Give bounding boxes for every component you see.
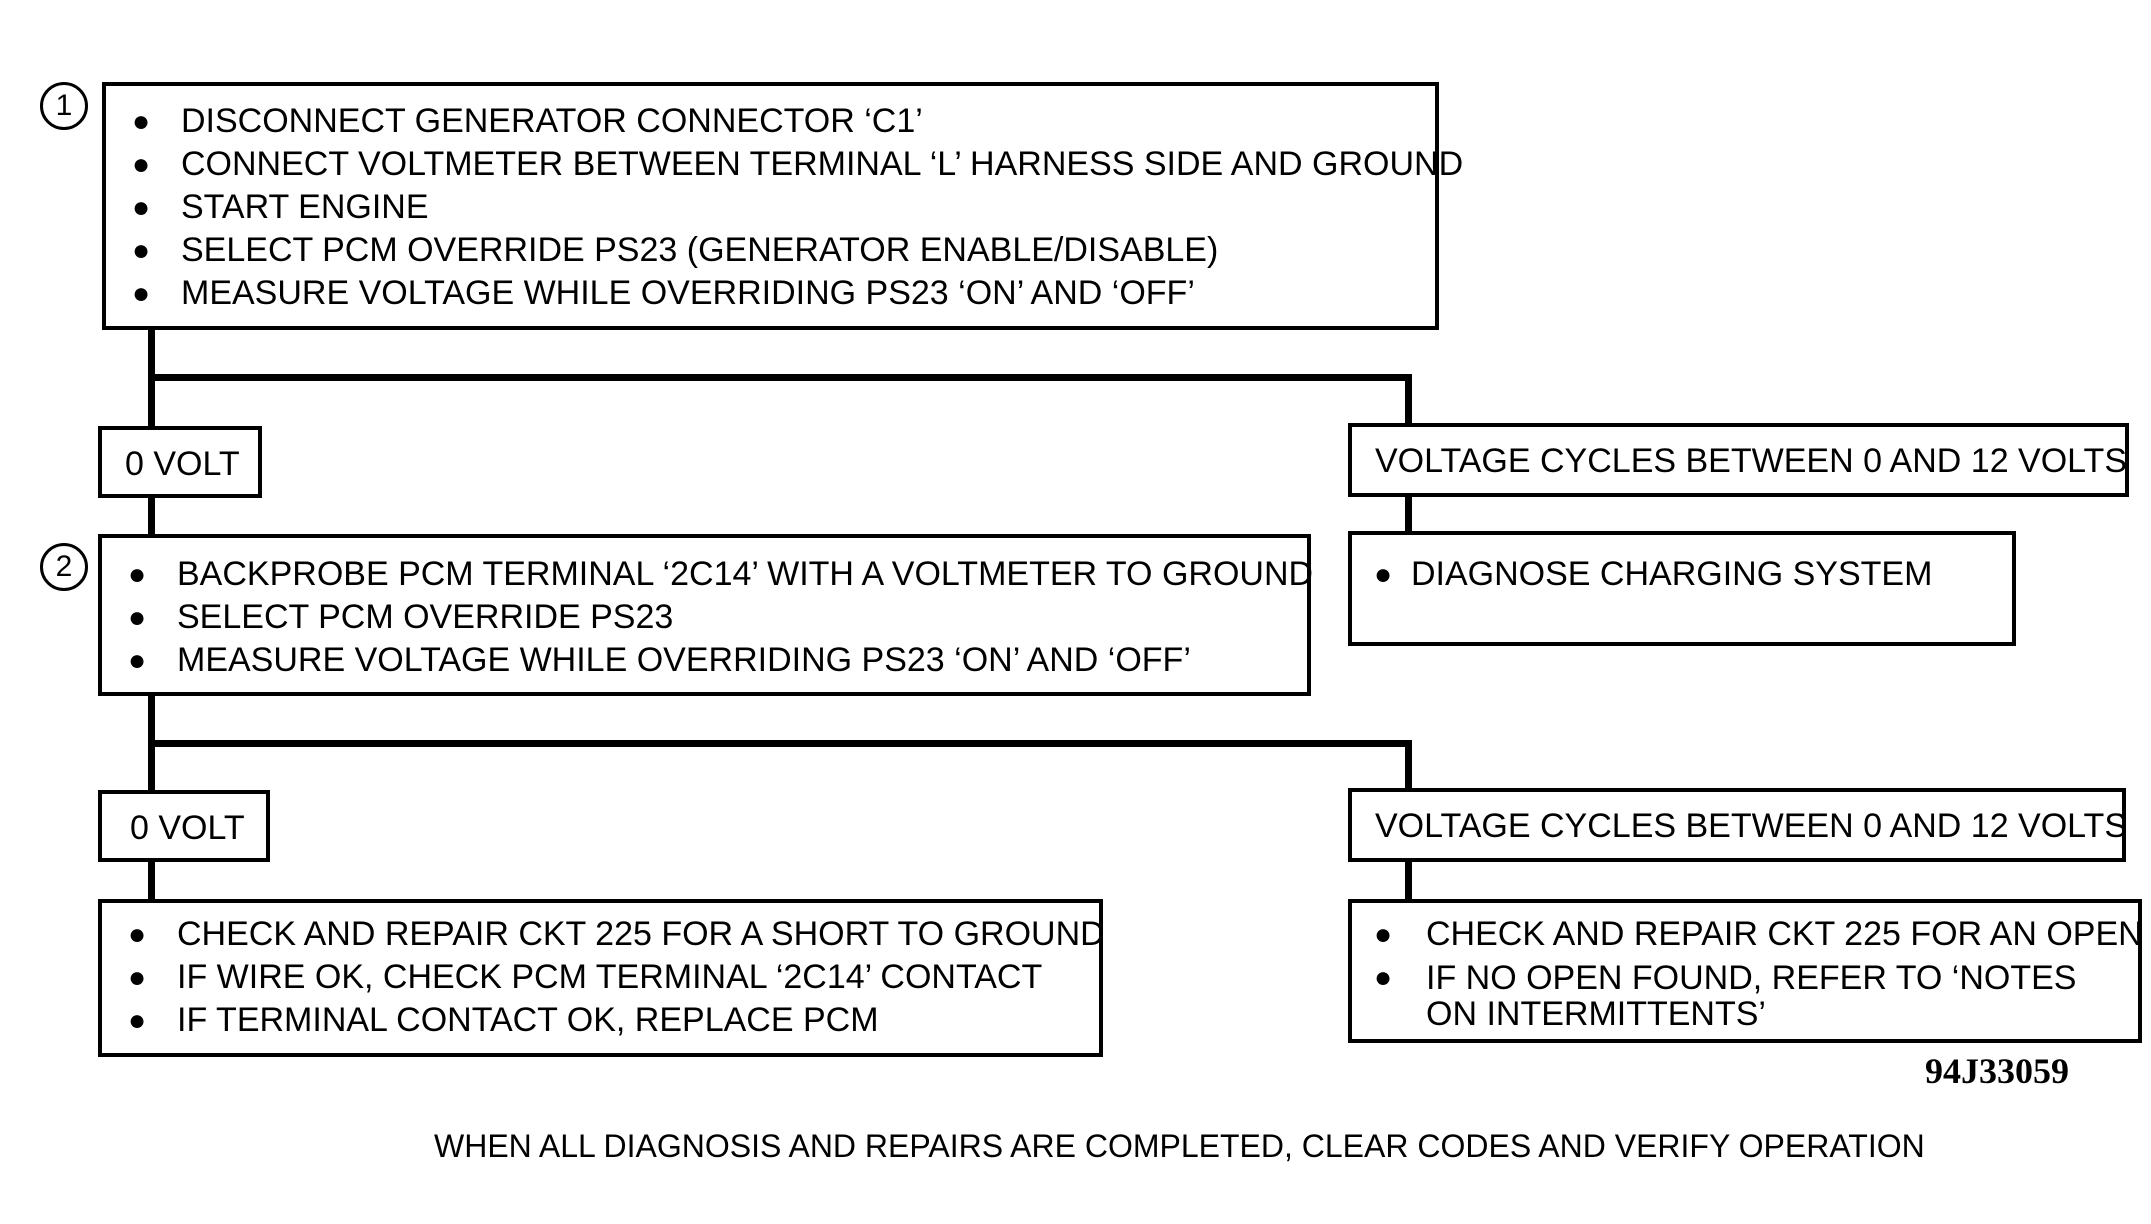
list-item: ●BACKPROBE PCM TERMINAL ‘2C14’ WITH A VO… [102,553,1313,596]
step-2-result-right: VOLTAGE CYCLES BETWEEN 0 AND 12 VOLTS [1348,788,2127,862]
step-1-number: 1 [40,82,88,130]
bullet-icon: ● [1374,558,1393,591]
list-item: ●SELECT PCM OVERRIDE PS23 [102,596,1307,639]
list-item: ●IF TERMINAL CONTACT OK, REPLACE PCM [102,999,1099,1042]
step-2-instructions: ●BACKPROBE PCM TERMINAL ‘2C14’ WITH A VO… [98,534,1313,696]
list-item: ●START ENGINE [106,186,1435,229]
connector-left1-to-step2 [148,494,155,534]
bullet-icon: ● [128,601,147,634]
bullet-icon: ● [128,918,147,951]
bullet-icon: ● [1374,961,1393,994]
list-item: ●IF NO OPEN FOUND, REFER TO ‘NOTES ON IN… [1374,959,2077,1033]
bullet-icon: ● [128,644,147,677]
list-item: ●CONNECT VOLTMETER BETWEEN TERMINAL ‘L’ … [106,143,1463,186]
bullet-icon: ● [132,148,151,181]
connector-step2-right-down [1405,740,1412,790]
connector-step2-branch [148,740,1412,747]
list-item: ●MEASURE VOLTAGE WHILE OVERRIDING PS23 ‘… [102,639,1307,682]
bullet-icon: ● [128,558,147,591]
step-1-list: ●DISCONNECT GENERATOR CONNECTOR ‘C1’ ●CO… [106,100,1463,315]
list-item: ●MEASURE VOLTAGE WHILE OVERRIDING PS23 ‘… [106,272,1435,315]
connector-step1-branch [148,374,1412,381]
list-item: ●DIAGNOSE CHARGING SYSTEM [1352,553,2012,596]
step-2-right-action: ●CHECK AND REPAIR CKT 225 FOR AN OPEN ●I… [1348,899,2143,1043]
list-item: ●SELECT PCM OVERRIDE PS23 (GENERATOR ENA… [106,229,1435,272]
figure-id: 94J33059 [1925,1051,2069,1091]
footer-note: WHEN ALL DIAGNOSIS AND REPAIRS ARE COMPL… [434,1128,1925,1164]
bullet-icon: ● [132,234,151,267]
bullet-icon: ● [132,191,151,224]
bullet-icon: ● [132,105,151,138]
list-item: ●DISCONNECT GENERATOR CONNECTOR ‘C1’ [106,100,1435,143]
step-1-right-action: ●DIAGNOSE CHARGING SYSTEM [1348,531,2016,646]
list-item: ●CHECK AND REPAIR CKT 225 FOR A SHORT TO… [102,913,1105,956]
step-2-list: ●BACKPROBE PCM TERMINAL ‘2C14’ WITH A VO… [102,553,1313,682]
step-1-instructions: ●DISCONNECT GENERATOR CONNECTOR ‘C1’ ●CO… [102,82,1463,330]
bullet-icon: ● [128,1004,147,1037]
connector-right2-to-action [1405,858,1412,902]
connector-right1-to-action [1405,494,1412,534]
step-2-number: 2 [40,543,88,591]
bullet-icon: ● [132,277,151,310]
step-2-left-action: ●CHECK AND REPAIR CKT 225 FOR A SHORT TO… [98,899,1105,1057]
bullet-icon: ● [1374,918,1393,951]
connector-left2-to-action [148,858,155,902]
step-1-result-left: 0 VOLT [98,426,262,498]
step-1-result-right: VOLTAGE CYCLES BETWEEN 0 AND 12 VOLTS [1348,423,2129,497]
list-item: ●IF WIRE OK, CHECK PCM TERMINAL ‘2C14’ C… [102,956,1099,999]
step-2-result-left: 0 VOLT [98,790,270,862]
list-item: ●CHECK AND REPAIR CKT 225 FOR AN OPEN [1352,913,2143,956]
connector-step1-right-down [1405,374,1412,423]
bullet-icon: ● [128,961,147,994]
